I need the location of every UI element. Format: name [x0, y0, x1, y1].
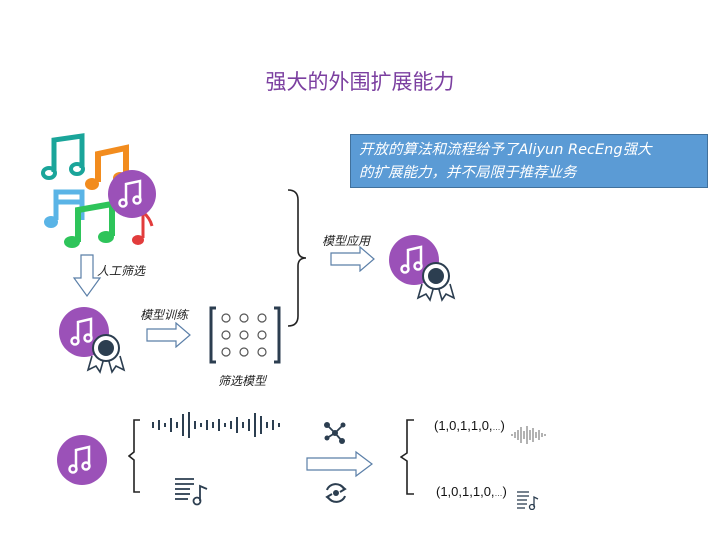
music-notes-icon — [41, 133, 156, 248]
small-waveform-icon — [511, 426, 546, 444]
award-ribbon-icon — [416, 262, 456, 302]
green-note-icon — [64, 200, 115, 248]
manual-filter-label: 人工筛选 — [97, 264, 146, 278]
down-arrow-icon — [72, 254, 102, 298]
music-score-icon — [175, 478, 208, 506]
refresh-cycle-icon — [325, 483, 347, 503]
right-bottom-bracket — [400, 419, 414, 495]
callout-line-2: 的扩展能力，并不局限于推荐业务 — [359, 165, 577, 181]
callout-line-1: 开放的算法和流程给予了Aliyun RecEng强大 — [359, 142, 652, 158]
audio-vector-close: ) — [500, 418, 505, 433]
blue-note-icon — [44, 189, 85, 228]
award-disc-icon — [59, 307, 126, 374]
audio-vector: (1,0,1,1,0,…) — [434, 418, 505, 433]
model-training-label: 模型训练 — [140, 308, 189, 322]
waveform-icon — [152, 412, 280, 438]
large-bracket — [287, 189, 307, 327]
audio-vector-values: (1,0,1,1,0, — [434, 418, 493, 433]
result-disc-icon — [389, 235, 456, 302]
music-disc-icon — [108, 170, 156, 218]
apply-arrow-icon — [330, 246, 375, 272]
score-vector-values: (1,0,1,1,0, — [436, 484, 495, 499]
right-arrow-icon — [146, 322, 191, 348]
matrix-icon — [209, 306, 281, 364]
bottom-disc-icon — [57, 435, 107, 485]
network-share-icon — [324, 422, 346, 444]
transform-arrow-icon — [306, 450, 373, 478]
score-vector-ellipsis: … — [494, 489, 503, 498]
left-bottom-bracket — [128, 419, 140, 493]
teal-note-icon — [41, 133, 85, 180]
model-apply-label: 模型应用 — [322, 234, 371, 248]
filter-model-label: 筛选模型 — [218, 374, 267, 388]
small-score-icon — [517, 491, 539, 510]
score-vector-close: ) — [502, 484, 507, 499]
description-callout: 开放的算法和流程给予了Aliyun RecEng强大 的扩展能力，并不局限于推荐… — [350, 134, 708, 188]
score-vector: (1,0,1,1,0,…) — [436, 484, 507, 499]
audio-vector-ellipsis: … — [492, 423, 501, 432]
award-ribbon-icon — [86, 334, 126, 374]
page-title: 强大的外围扩展能力 — [265, 70, 455, 94]
